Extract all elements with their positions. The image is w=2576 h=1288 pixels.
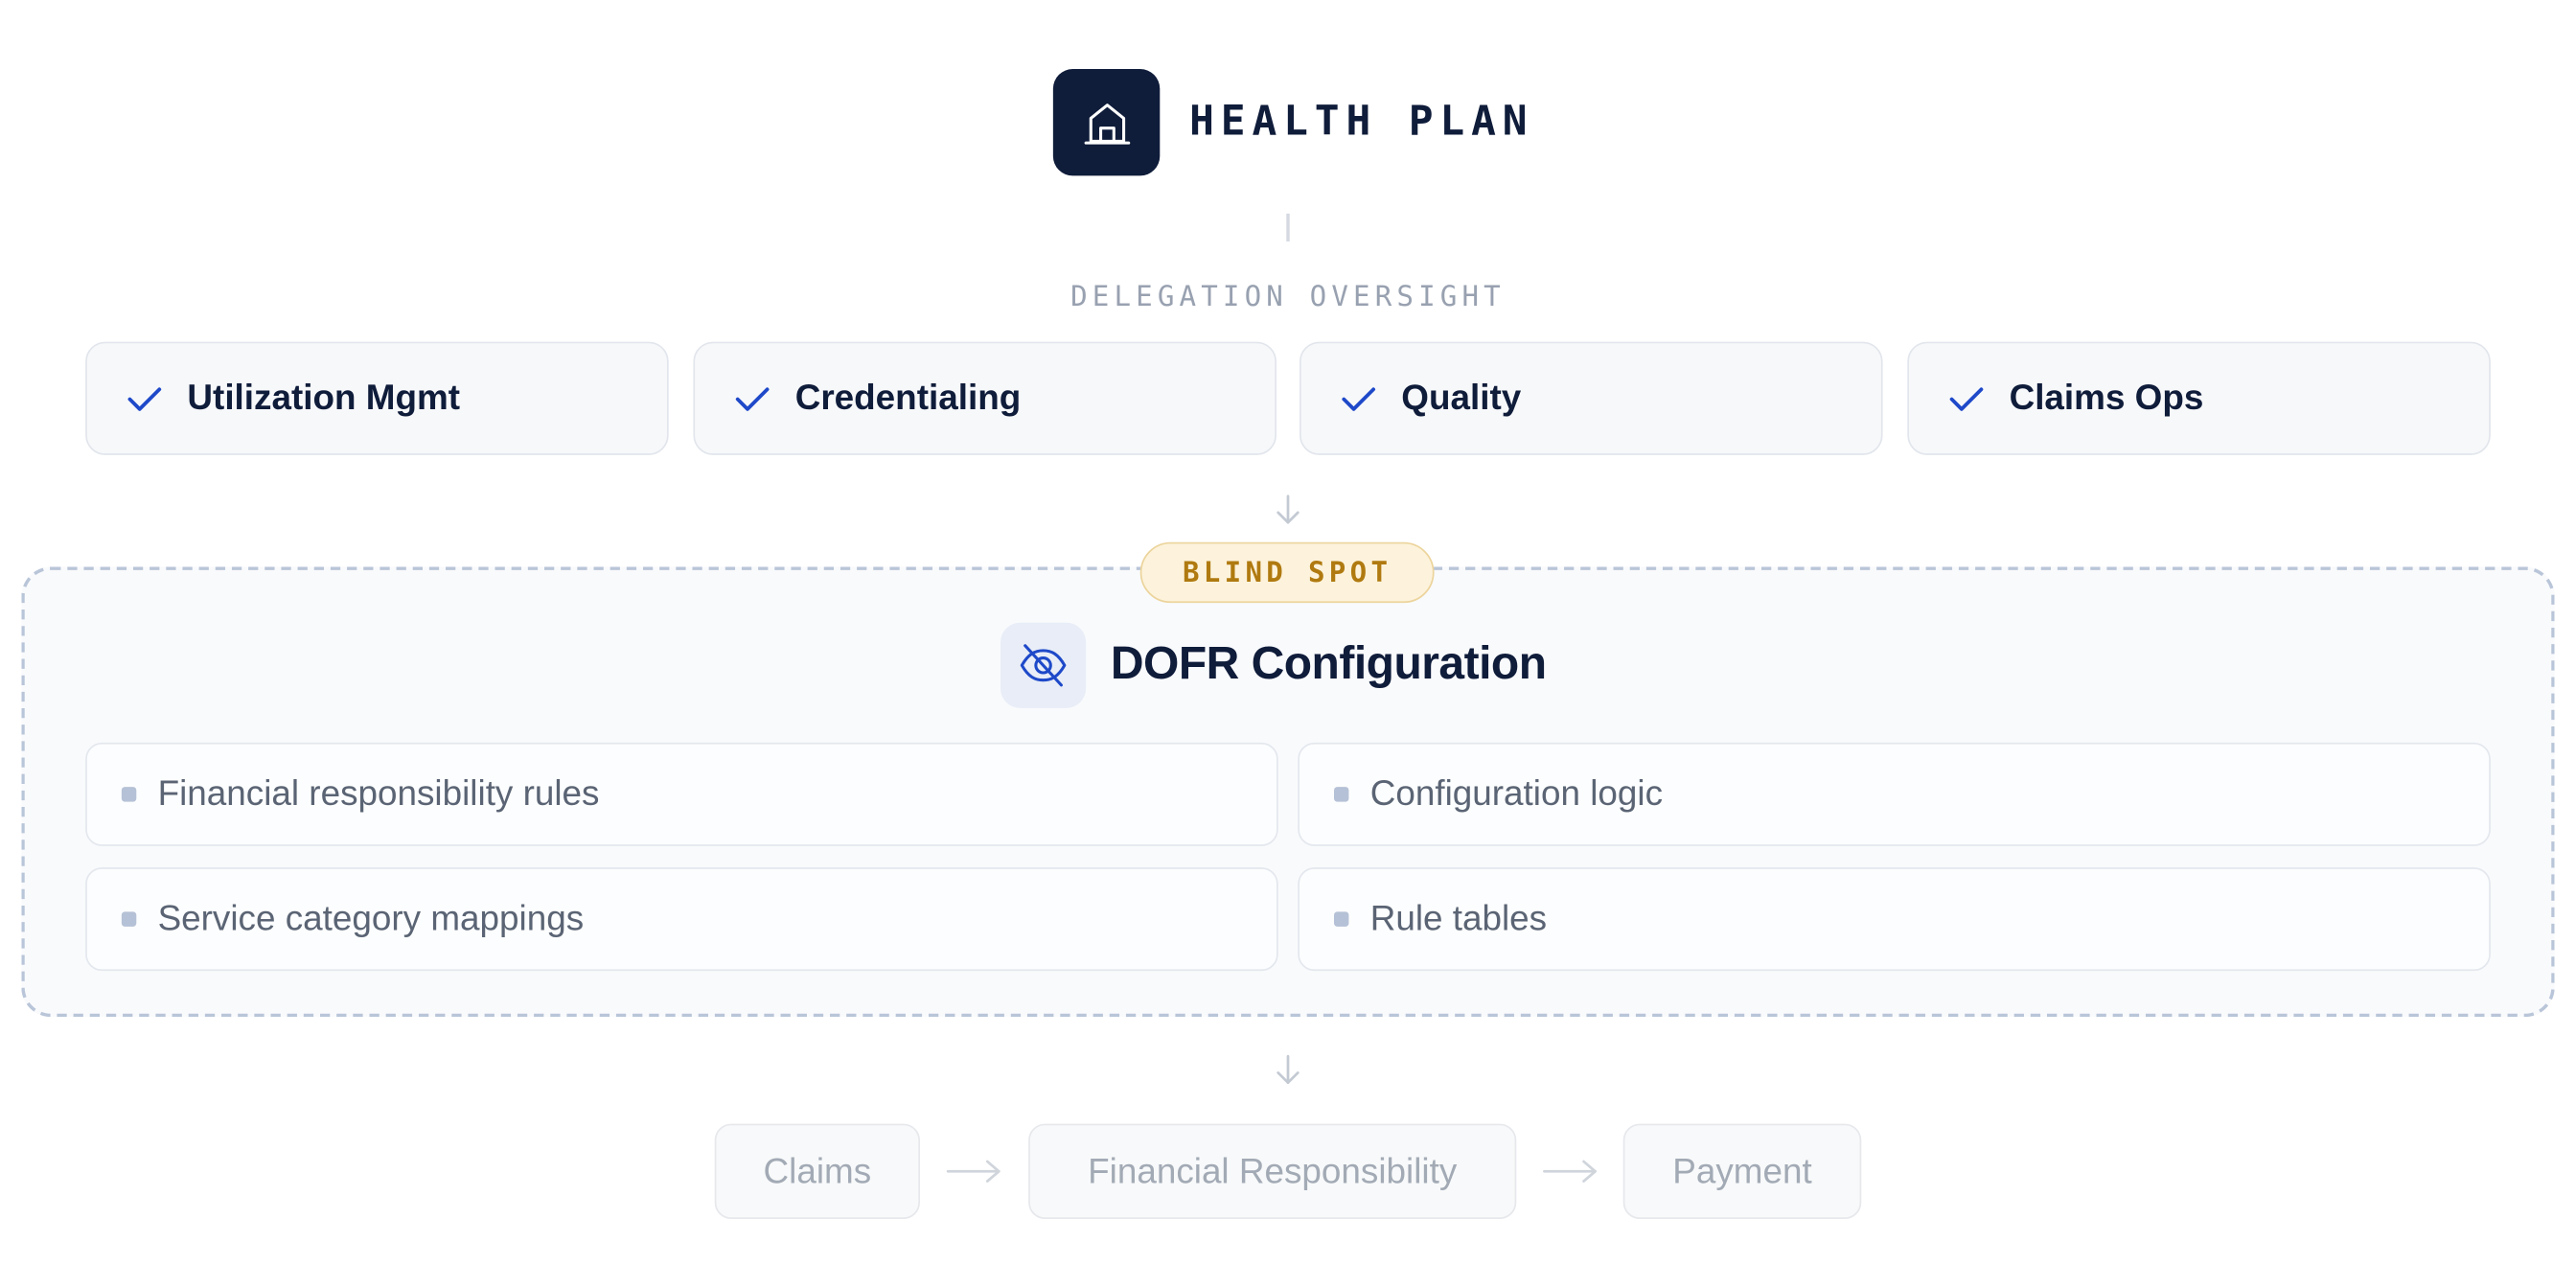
blind-spot-item-label: Financial responsibility rules [157,773,600,814]
dofr-configuration-title: DOFR Configuration [1110,637,1547,689]
flow-step-claims: Claims [714,1123,920,1219]
oversight-card-label: Claims Ops [2009,378,2204,418]
bullet [1334,911,1349,927]
blind-spot-item: Service category mappings [85,867,1278,972]
blind-spot-item-label: Service category mappings [157,898,585,938]
eye-off-icon [1000,622,1087,708]
bullet [1334,787,1349,802]
arrow-down-icon [1276,494,1300,524]
oversight-card-quality: Quality [1300,341,1883,455]
check-icon [1946,379,1986,418]
connector-line [1286,213,1290,242]
check-icon [1339,379,1378,418]
blind-spot-item: Financial responsibility rules [85,742,1278,846]
blind-spot-item: Rule tables [1298,867,2491,972]
oversight-card-credentialing: Credentialing [693,341,1276,455]
check-icon [733,379,772,418]
oversight-card-utilization-mgmt: Utilization Mgmt [85,341,669,455]
health-plan-title: HEALTH PLAN [1189,97,1534,145]
arrow-right-icon [1543,1160,1597,1183]
oversight-card-label: Quality [1401,378,1522,418]
arrow-down-icon [1276,1054,1300,1085]
blind-spot-item-label: Rule tables [1369,898,1548,938]
arrow-right-icon [946,1160,1000,1183]
check-icon [125,379,164,418]
blind-spot-item: Configuration logic [1298,742,2491,846]
flow-step-financial-responsibility: Financial Responsibility [1028,1123,1517,1219]
blind-spot-item-label: Configuration logic [1369,773,1664,814]
flow-step-payment: Payment [1622,1123,1862,1219]
blind-spot-badge: BLIND SPOT [1139,541,1435,604]
bullet [121,787,137,802]
bullet [121,911,137,927]
oversight-card-claims-ops: Claims Ops [1907,341,2491,455]
building-icon [1052,69,1161,176]
oversight-card-label: Utilization Mgmt [187,378,461,418]
oversight-card-label: Credentialing [794,378,1022,418]
delegation-oversight-label: DELEGATION OVERSIGHT [1070,281,1506,314]
